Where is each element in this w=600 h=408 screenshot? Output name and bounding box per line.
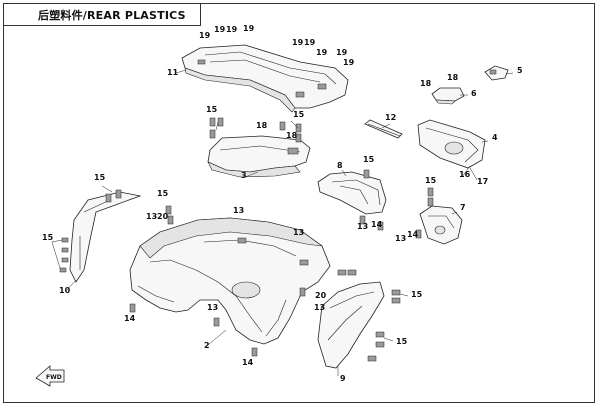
callout-c-19-f: 19 xyxy=(304,38,316,47)
callout-c-19-g: 19 xyxy=(316,48,328,57)
callout-c-5: 5 xyxy=(517,66,523,75)
callout-c-14-b: 14 xyxy=(407,230,419,239)
callout-c-19-h: 19 xyxy=(336,48,348,57)
callout-c-9: 9 xyxy=(340,374,346,383)
side-guard-part-9 xyxy=(317,281,385,369)
callout-c-18-b: 18 xyxy=(447,73,459,82)
forward-direction-label: FWD xyxy=(46,374,62,381)
callout-c-15-c: 15 xyxy=(363,155,375,164)
callout-c-15-f: 15 xyxy=(157,189,169,198)
callout-c-18-c: 18 xyxy=(256,121,268,130)
callout-c-15-d: 15 xyxy=(425,176,437,185)
callout-c-15-a: 15 xyxy=(206,105,218,114)
callout-c-15-i: 15 xyxy=(396,337,408,346)
callout-c-2: 2 xyxy=(204,341,210,350)
side-panel-part-7 xyxy=(419,205,463,245)
callout-c-15-h: 15 xyxy=(411,290,423,299)
callout-c-19-b: 19 xyxy=(214,25,226,34)
trim-strip-part-12 xyxy=(364,119,403,139)
callout-c-15-b: 15 xyxy=(293,110,305,119)
side-bracket-part-8 xyxy=(317,171,387,215)
rear-rack-part xyxy=(181,44,349,113)
bracket-part-6 xyxy=(431,87,465,105)
diagram-border xyxy=(3,3,595,403)
callout-c-13-a: 13 xyxy=(233,206,244,215)
callout-c-16: 16 xyxy=(459,170,471,179)
callout-c-13-d: 13 xyxy=(395,234,406,243)
callout-c-13-c: 13 xyxy=(357,222,368,231)
callout-c-13-f: 13 xyxy=(314,303,325,312)
callout-c-19-i: 19 xyxy=(343,58,355,67)
callout-c-13-b: 13 xyxy=(146,212,157,221)
callout-c-18-a: 18 xyxy=(420,79,432,88)
rear-panel-part-4 xyxy=(417,119,486,169)
callout-c-17: 17 xyxy=(477,177,488,186)
title-box xyxy=(3,3,201,26)
callout-c-3: 3 xyxy=(241,171,247,180)
callout-c-6: 6 xyxy=(471,89,477,98)
callout-c-13-e: 13 xyxy=(293,228,304,237)
rear-fender-part-2 xyxy=(129,217,331,345)
callout-c-10: 10 xyxy=(59,286,71,295)
small-bracket-part-5 xyxy=(484,65,509,81)
callout-c-19-e: 19 xyxy=(292,38,304,47)
fastener-group xyxy=(59,117,434,362)
forward-direction-arrow: FWD xyxy=(35,365,65,387)
callout-c-18-d: 18 xyxy=(286,131,298,140)
callout-c-11: 11 xyxy=(167,68,179,77)
callout-c-13-g: 13 xyxy=(207,303,218,312)
callout-c-19-c: 19 xyxy=(226,25,238,34)
callout-c-19-a: 19 xyxy=(199,31,211,40)
callout-c-14-c: 14 xyxy=(124,314,136,323)
fender-liner-part-3 xyxy=(207,135,311,178)
callout-c-20-a: 20 xyxy=(157,212,169,221)
leader-lines xyxy=(51,69,514,376)
mudflap-part-10 xyxy=(69,191,142,283)
callout-c-19-d: 19 xyxy=(243,24,255,33)
callout-c-15-e: 15 xyxy=(94,173,106,182)
diagram-title: 后塑料件/REAR PLASTICS xyxy=(38,9,186,22)
callout-c-14-a: 14 xyxy=(371,220,383,229)
callout-c-4: 4 xyxy=(492,133,498,142)
callout-c-8: 8 xyxy=(337,161,343,170)
callout-c-20-b: 20 xyxy=(315,291,327,300)
callout-c-12: 12 xyxy=(385,113,396,122)
callout-c-14-d: 14 xyxy=(242,358,254,367)
callout-c-7: 7 xyxy=(460,203,466,212)
callout-c-15-g: 15 xyxy=(42,233,54,242)
